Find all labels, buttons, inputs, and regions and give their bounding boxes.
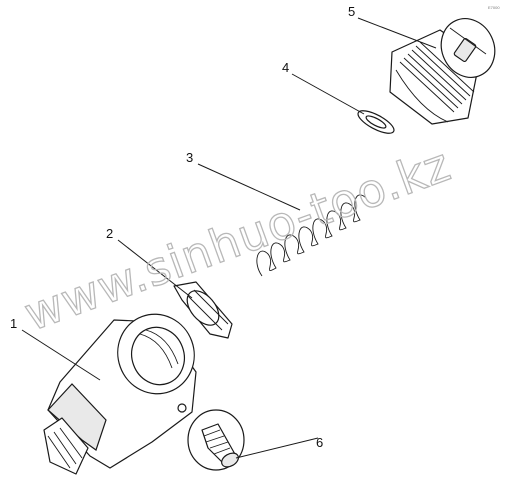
callout-1: 1 xyxy=(10,316,17,331)
part-3-spring xyxy=(256,194,367,277)
leader-2 xyxy=(117,239,193,299)
leader-4 xyxy=(291,73,365,115)
callout-5: 5 xyxy=(348,4,355,19)
callout-2: 2 xyxy=(106,226,113,241)
part-1-body xyxy=(43,313,197,475)
part-5-threaded-cap xyxy=(389,18,496,125)
callout-3: 3 xyxy=(186,150,193,165)
leader-lines xyxy=(21,17,437,459)
leader-1 xyxy=(21,329,101,381)
part-4-washer xyxy=(357,110,395,134)
leader-6 xyxy=(235,437,319,459)
part-2-valve xyxy=(173,281,233,339)
leader-3 xyxy=(197,163,301,211)
leader-5 xyxy=(357,17,437,49)
corner-mark: E7000 xyxy=(488,5,500,10)
watermark-text: www.sinhuo-too.kz xyxy=(17,137,457,341)
part-6-screw xyxy=(187,409,245,471)
callout-6: 6 xyxy=(316,435,323,450)
callout-4: 4 xyxy=(282,60,289,75)
